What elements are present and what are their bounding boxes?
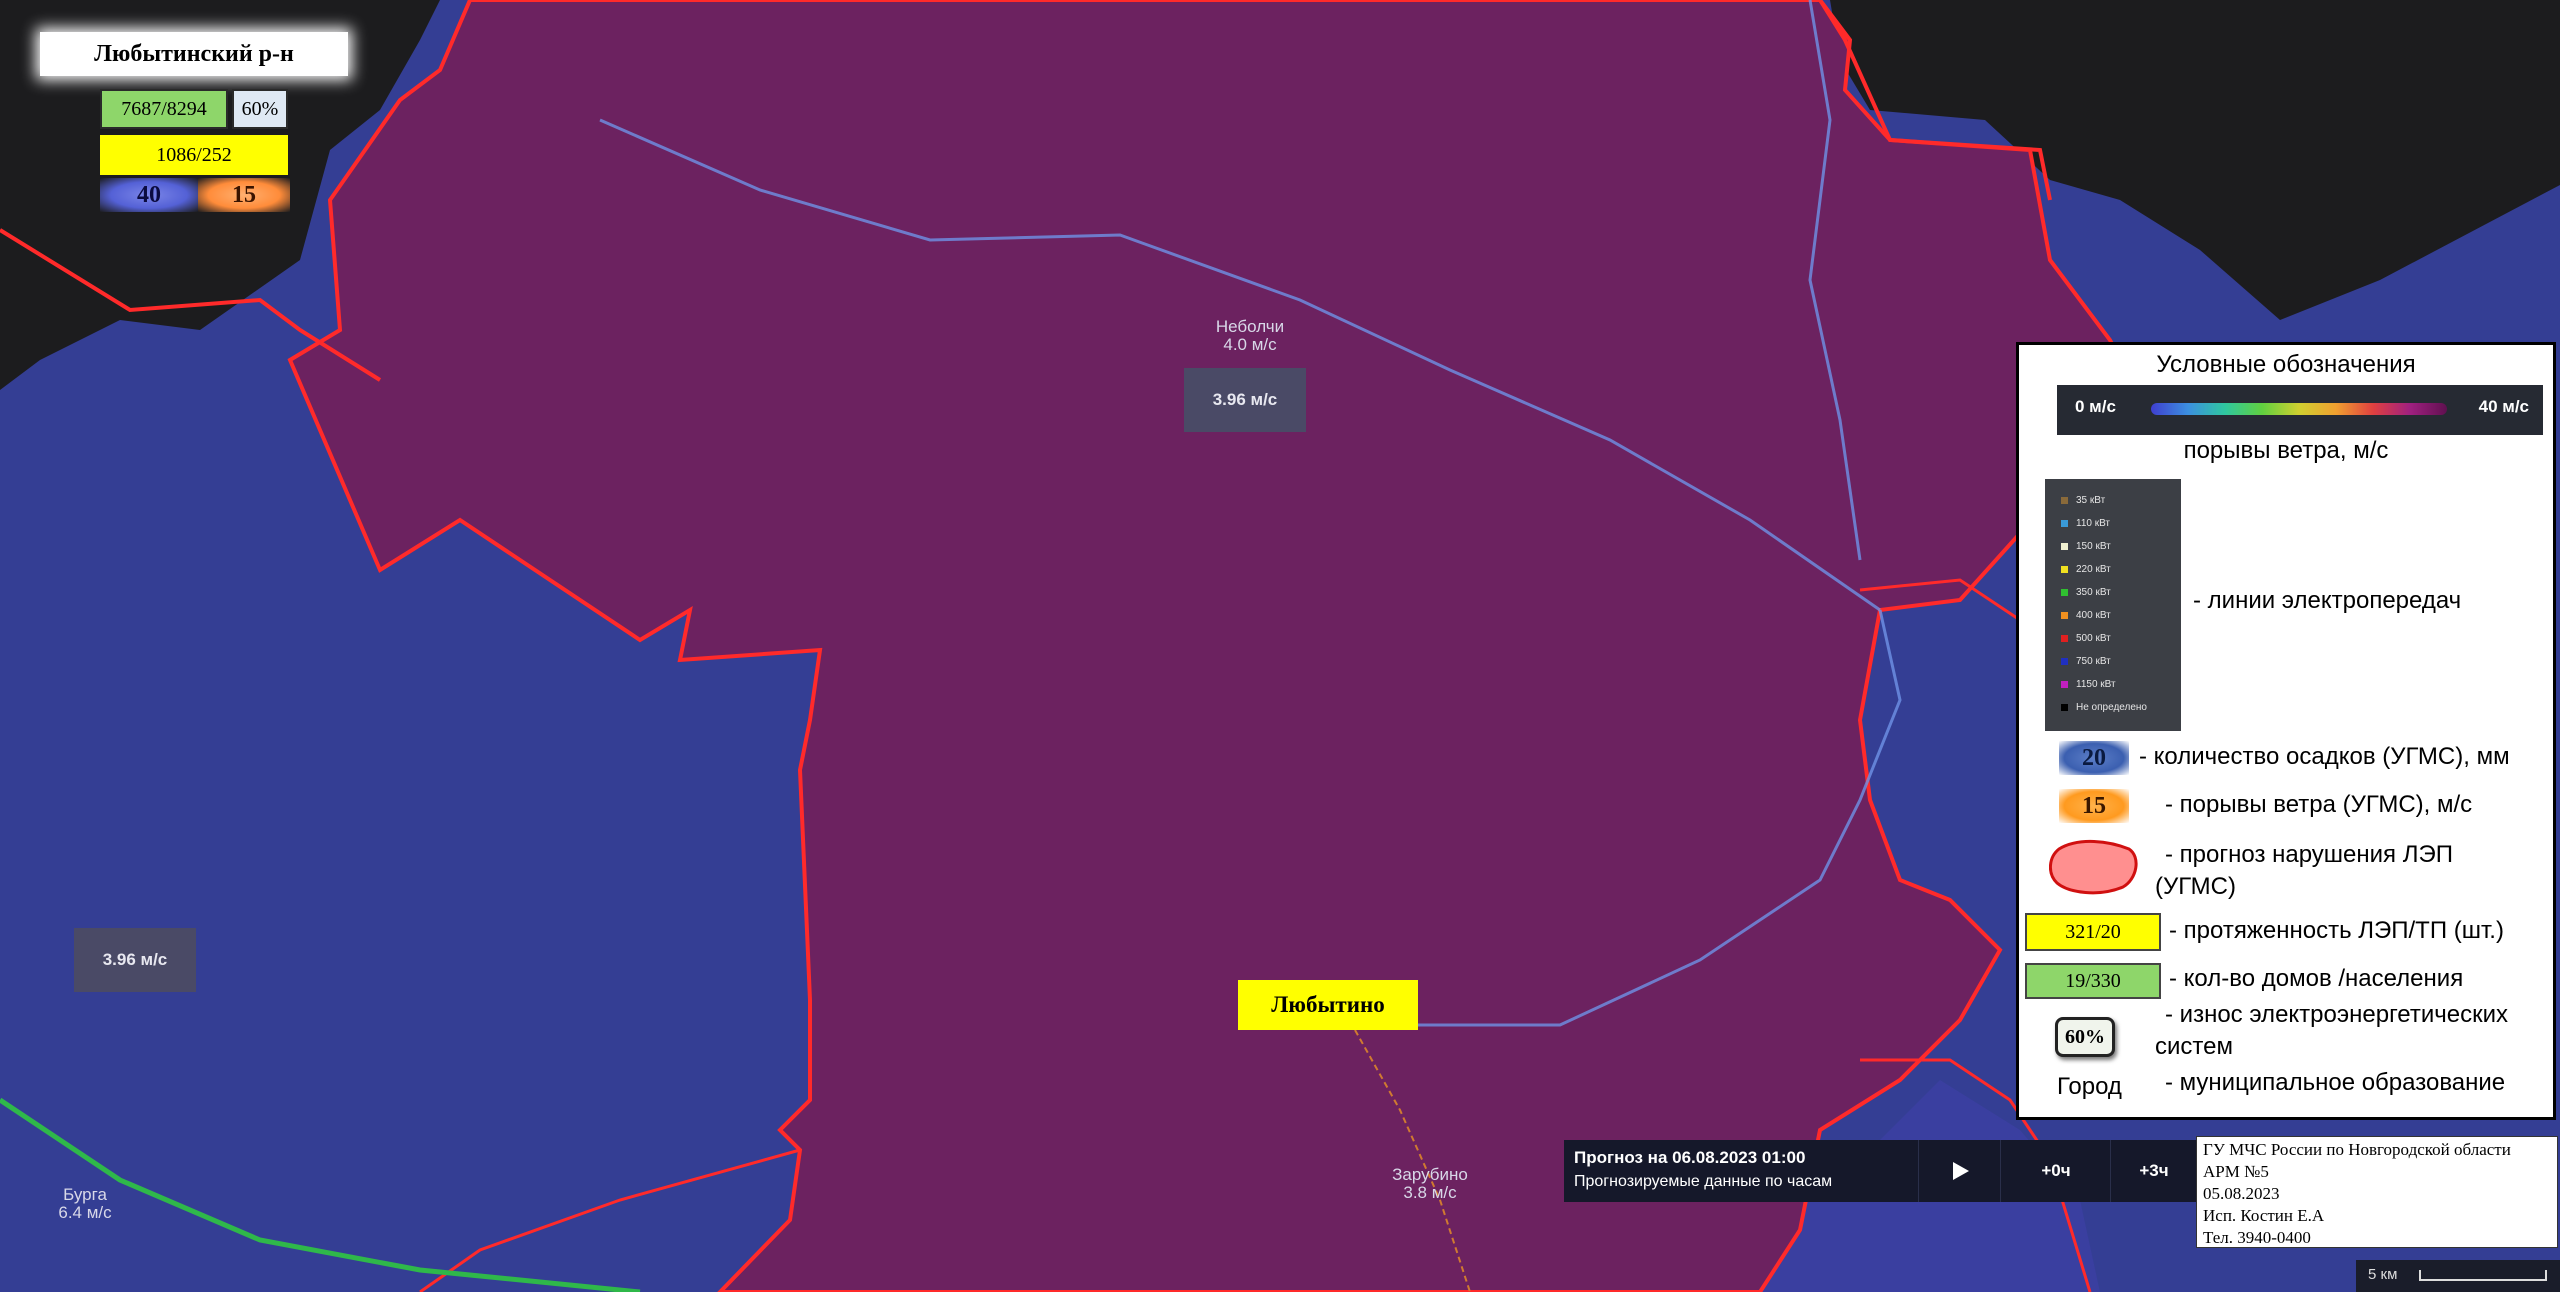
info-date: 05.08.2023: [2203, 1184, 2280, 1203]
homes-population-badge: 7687/8294: [100, 89, 228, 129]
legend-precip-badge: 20: [2059, 741, 2129, 775]
power-line-label: 35 кВт: [2076, 495, 2106, 506]
info-organization: ГУ МЧС России по Новгородской области: [2203, 1140, 2511, 1159]
power-line-label: 110 кВт: [2076, 518, 2111, 529]
settlement-wind: 6.4 м/с: [58, 1203, 112, 1222]
gradient-max-label: 40 м/с: [2478, 397, 2529, 416]
lines-substations-badge: 1086/252: [100, 135, 288, 175]
power-line-swatch: [2061, 658, 2068, 665]
settlement-label-zarubino: Зарубино 3.8 м/с: [1370, 1166, 1490, 1202]
plus-0h-button[interactable]: +0ч: [2000, 1140, 2111, 1202]
forecast-panel: Прогноз на 06.08.2023 01:00 Прогнозируем…: [1564, 1140, 1918, 1202]
power-line-label: 1150 кВт: [2076, 679, 2116, 690]
power-line-legend-item: 150 кВт: [2061, 541, 2111, 552]
legend-city-word: Город: [2057, 1073, 2122, 1100]
forecast-subtitle: Прогнозируемые данные по часам: [1574, 1173, 1833, 1190]
wind-value-box[interactable]: 3.96 м/с: [1184, 368, 1306, 432]
power-line-legend-item: 400 кВт: [2061, 610, 2111, 621]
settlement-wind: 3.8 м/с: [1403, 1183, 1457, 1202]
legend-wind-caption: - порывы ветра (УГМС), м/с: [2165, 791, 2473, 818]
scale-label: 5 км: [2368, 1266, 2398, 1283]
gradient-min-label: 0 м/с: [2075, 397, 2116, 416]
settlement-name: Зарубино: [1392, 1165, 1468, 1184]
power-line-label: 400 кВт: [2076, 610, 2111, 621]
legend-lines-caption: - протяженность ЛЭП/ТП (шт.): [2169, 917, 2504, 944]
power-line-swatch: [2061, 497, 2068, 504]
plus-3h-button[interactable]: +3ч: [2110, 1140, 2197, 1202]
legend-wear-badge: 60%: [2055, 1017, 2115, 1057]
power-line-swatch: [2061, 520, 2068, 527]
district-title: Любытинский р-н: [40, 32, 348, 76]
info-phone: Тел. 3940-0400: [2203, 1228, 2311, 1247]
legend-homes-caption: - кол-во домов /населения: [2169, 965, 2464, 992]
power-line-110-north: [599, 118, 1881, 612]
power-line-swatch: [2061, 612, 2068, 619]
precipitation-badge: 40: [100, 178, 198, 212]
power-line-legend-item: 500 кВт: [2061, 633, 2111, 644]
power-line-110-south: [1380, 609, 1902, 1027]
legend-wear-caption: - износ электроэнергетических: [2165, 1001, 2508, 1028]
power-line-label: 350 кВт: [2076, 587, 2111, 598]
settlement-name: Неболчи: [1215, 317, 1285, 336]
legend-homes-badge: 19/330: [2025, 963, 2161, 999]
city-label[interactable]: Любытино: [1238, 980, 1418, 1030]
power-lines-caption: - линии электропередач: [2193, 587, 2462, 614]
power-line-legend-item: 35 кВт: [2061, 495, 2105, 506]
gradient-caption: порывы ветра, м/с: [2183, 437, 2389, 464]
settlement-label-burga: Бурга 6.4 м/с: [30, 1186, 140, 1222]
outage-caption-2: (УГМС): [2155, 873, 2236, 900]
power-line-swatch: [2061, 704, 2068, 711]
legend-wear-caption-2: систем: [2155, 1033, 2233, 1060]
info-executor: Исп. Костин Е.А: [2203, 1206, 2325, 1225]
info-block: ГУ МЧС России по Новгородской области АР…: [2196, 1136, 2558, 1248]
power-line-legend-item: 350 кВт: [2061, 587, 2111, 598]
power-line-label: 500 кВт: [2076, 633, 2111, 644]
power-line-350: [0, 1097, 641, 1292]
power-line-swatch: [2061, 566, 2068, 573]
forecast-title: Прогноз на 06.08.2023 01:00: [1574, 1148, 1806, 1167]
district-area[interactable]: [287, 0, 2153, 1292]
power-line-swatch: [2061, 681, 2068, 688]
outside-region-ne: [1830, 0, 2560, 320]
legend-precip-caption: - количество осадков (УГМС), мм: [2139, 743, 2510, 770]
power-line-label: 220 кВт: [2076, 564, 2111, 575]
scale-ruler-icon: [2419, 1270, 2547, 1281]
wind-gradient-bar: [2151, 403, 2447, 415]
power-line-legend-item: 220 кВт: [2061, 564, 2111, 575]
power-line-110-east: [1808, 0, 1862, 561]
settlement-label-nebolchi: Неболчи 4.0 м/с: [1180, 318, 1320, 354]
settlement-wind: 4.0 м/с: [1223, 335, 1277, 354]
power-line-swatch: [2061, 589, 2068, 596]
boundary-nw: [0, 228, 382, 382]
power-line-legend-item: 1150 кВт: [2061, 679, 2116, 690]
power-line-35: [1354, 1029, 1471, 1292]
wear-percent-badge: 60%: [232, 89, 288, 129]
wind-gust-badge: 15: [198, 178, 290, 212]
power-line-legend-item: Не определено: [2061, 702, 2147, 713]
outage-forecast-icon: [2049, 839, 2138, 895]
info-workstation: АРМ №5: [2203, 1162, 2269, 1181]
power-line-legend-item: 750 кВт: [2061, 656, 2111, 667]
power-line-swatch: [2061, 635, 2068, 642]
legend-panel: Условные обозначения 0 м/с 40 м/с порывы…: [2016, 342, 2556, 1120]
legend-wind-badge: 15: [2059, 789, 2129, 823]
legend-title: Условные обозначения: [2156, 351, 2416, 378]
play-icon: [1953, 1162, 1969, 1180]
wind-gradient-panel: 0 м/с 40 м/с: [2057, 385, 2543, 435]
scale-bar: 5 км: [2356, 1260, 2560, 1292]
power-line-legend-item: 110 кВт: [2061, 518, 2110, 529]
power-line-label: Не определено: [2076, 702, 2147, 713]
outage-caption: - прогноз нарушения ЛЭП: [2165, 841, 2453, 868]
play-button[interactable]: [1918, 1140, 2001, 1202]
settlement-name: Бурга: [63, 1185, 107, 1204]
boundary-se: [1860, 1058, 2092, 1292]
power-line-label: 750 кВт: [2076, 656, 2111, 667]
power-line-swatch: [2061, 543, 2068, 550]
power-line-label: 150 кВт: [2076, 541, 2111, 552]
power-lines-legend: 35 кВт 110 кВт 150 кВт 220 кВт 350 кВт 400 кВ…: [2045, 479, 2181, 731]
boundary-ne: [1818, 0, 2052, 201]
wind-value-box-west[interactable]: 3.96 м/с: [74, 928, 196, 992]
legend-lines-badge: 321/20: [2025, 913, 2161, 951]
legend-city-caption: - муниципальное образование: [2165, 1069, 2506, 1096]
